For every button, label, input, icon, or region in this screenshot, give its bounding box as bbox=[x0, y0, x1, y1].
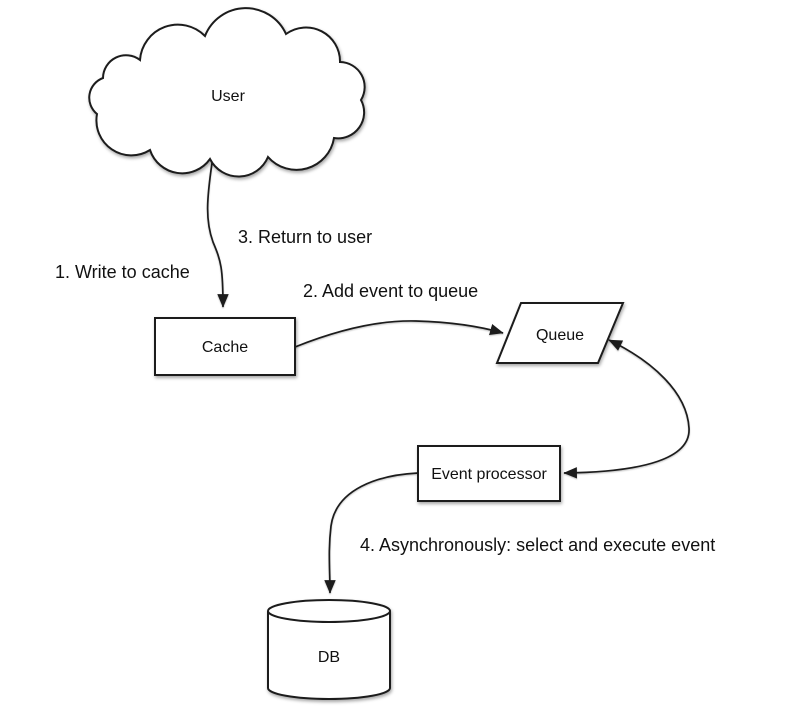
edge-cache-to-queue bbox=[294, 320, 504, 348]
event-processor-node bbox=[417, 445, 561, 502]
step1-label: 1. Write to cache bbox=[55, 262, 190, 282]
queue-node bbox=[495, 302, 625, 364]
user-cloud-node bbox=[88, 7, 366, 178]
step4-label: 4. Asynchronously: select and execute ev… bbox=[360, 535, 715, 555]
edge-queue-to-event-processor-bidirectional bbox=[563, 339, 690, 479]
step2-label: 2. Add event to queue bbox=[303, 281, 478, 301]
user-label: User bbox=[211, 88, 245, 105]
step3-label: 3. Return to user bbox=[238, 227, 372, 247]
edge-user-to-cache bbox=[206, 162, 229, 308]
db-cylinder-rim bbox=[267, 610, 391, 623]
db-label: DB bbox=[318, 649, 340, 666]
db-cylinder-body bbox=[267, 599, 391, 700]
cache-node bbox=[154, 317, 296, 376]
edge-event-processor-to-db bbox=[324, 472, 419, 594]
event-processor-label: Event processor bbox=[431, 466, 547, 483]
queue-label: Queue bbox=[536, 327, 584, 344]
db-node bbox=[267, 599, 391, 700]
cache-label: Cache bbox=[202, 339, 248, 356]
